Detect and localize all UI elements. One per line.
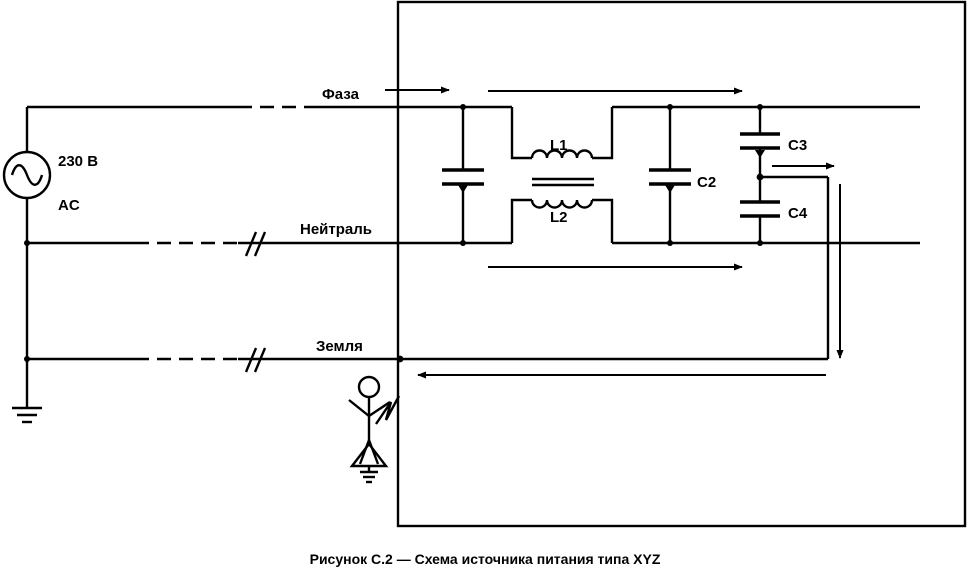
c4-label: C4 (788, 205, 808, 222)
c2-label: C2 (697, 174, 716, 191)
source-voltage-label: 230 В (58, 153, 98, 170)
common-mode-choke: L1 L2 (510, 107, 614, 243)
input-capacitor (442, 107, 484, 243)
current-flow-arrows (385, 86, 844, 379)
earth-label: Земля (316, 338, 363, 355)
source-type-label: AC (58, 197, 80, 214)
person-touch-figure (348, 375, 401, 484)
earth-conductor: Земля (27, 175, 830, 373)
neutral-label: Нейтраль (300, 221, 372, 238)
ac-source: 230 В AC (2, 107, 98, 408)
source-earth-symbol (12, 406, 42, 424)
neutral-conductor: Нейтраль (27, 221, 920, 257)
equipment-enclosure (396, 0, 967, 528)
l2-label: L2 (550, 209, 568, 226)
phase-label: Фаза (322, 86, 360, 103)
capacitor-c2: C2 (649, 107, 716, 243)
l1-label: L1 (550, 137, 568, 154)
phase-conductor: Фаза (27, 86, 920, 110)
figure-caption: Рисунок С.2 — Схема источника питания ти… (310, 551, 661, 567)
c3-label: C3 (788, 137, 807, 154)
capacitors-c3-c4: C3 C4 (740, 107, 808, 243)
